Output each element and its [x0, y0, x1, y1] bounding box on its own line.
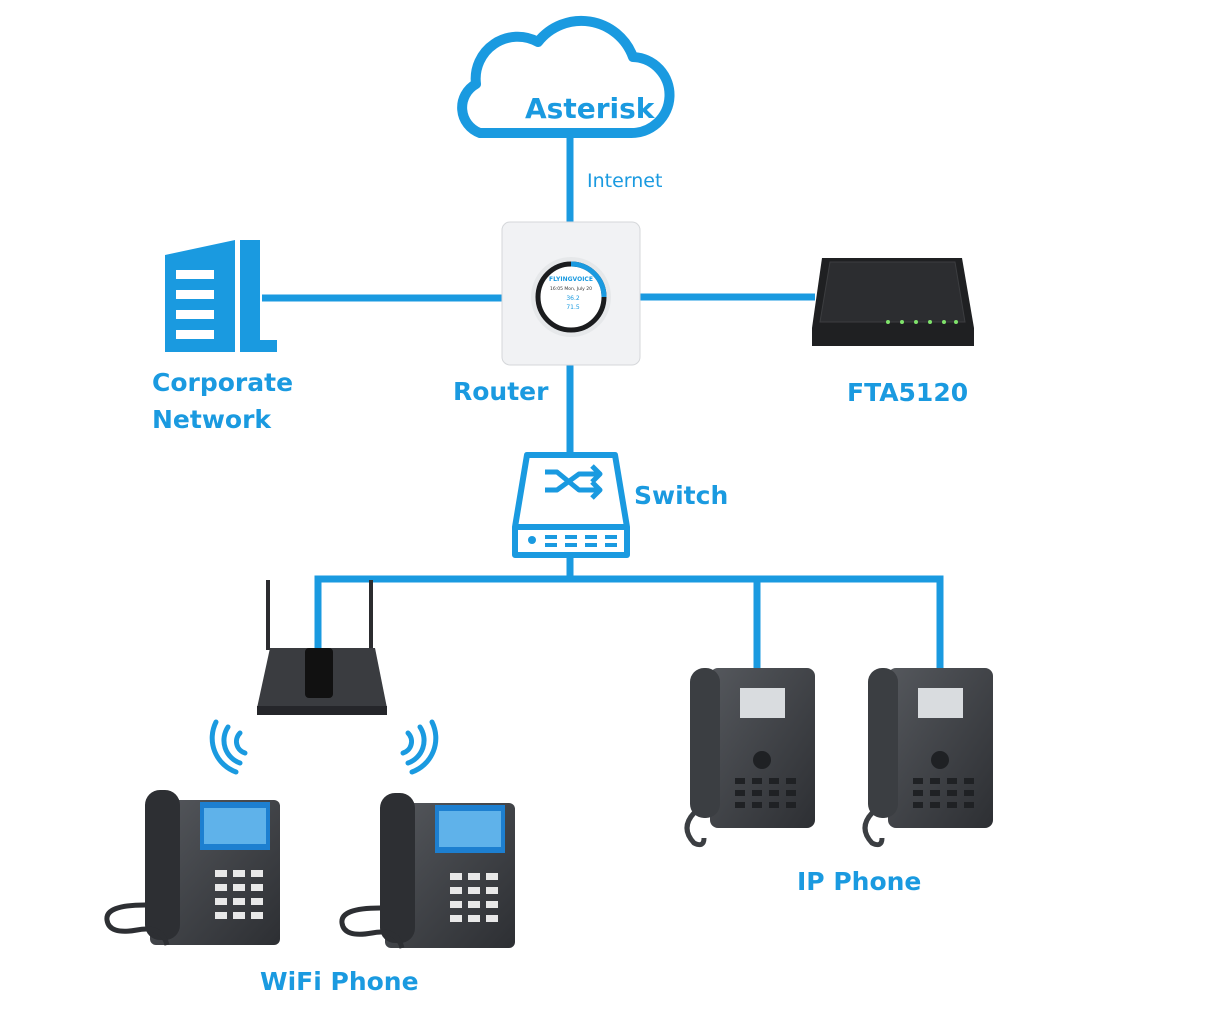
corporate-label-line1: Corporate — [152, 368, 294, 397]
cloud-icon — [457, 15, 675, 139]
ip-phone-2 — [865, 668, 993, 845]
wifi-phone-2 — [342, 793, 515, 948]
switch-icon — [512, 452, 630, 558]
router-screen-download: 71.5 — [566, 304, 580, 311]
connection-lines — [262, 138, 944, 682]
building-icon — [165, 240, 277, 352]
ip-phone-label: IP Phone — [797, 867, 922, 896]
asterisk-label: Asterisk — [525, 92, 655, 125]
internet-label: Internet — [587, 170, 663, 192]
fta-label: FTA5120 — [847, 378, 969, 407]
router-label: Router — [453, 377, 549, 406]
wifi-phone-label: WiFi Phone — [260, 967, 419, 996]
router-screen-time: 16:05 Mon, July 20 — [550, 286, 592, 292]
wifi-signal-icon — [209, 719, 439, 775]
corporate-label-line2: Network — [152, 405, 272, 434]
ip-phone-1 — [687, 668, 815, 845]
router-screen-brand: FLYINGVOICE — [549, 276, 593, 283]
wifi-phone-1 — [107, 790, 280, 945]
router-device: FLYINGVOICE 16:05 Mon, July 20 36.2 71.5 — [501, 221, 641, 366]
router-screen-upload: 36.2 — [566, 295, 580, 302]
wifi-router-device — [257, 580, 387, 715]
link-bus — [314, 575, 944, 682]
switch-label: Switch — [634, 481, 729, 510]
fta5120-device — [812, 258, 974, 346]
